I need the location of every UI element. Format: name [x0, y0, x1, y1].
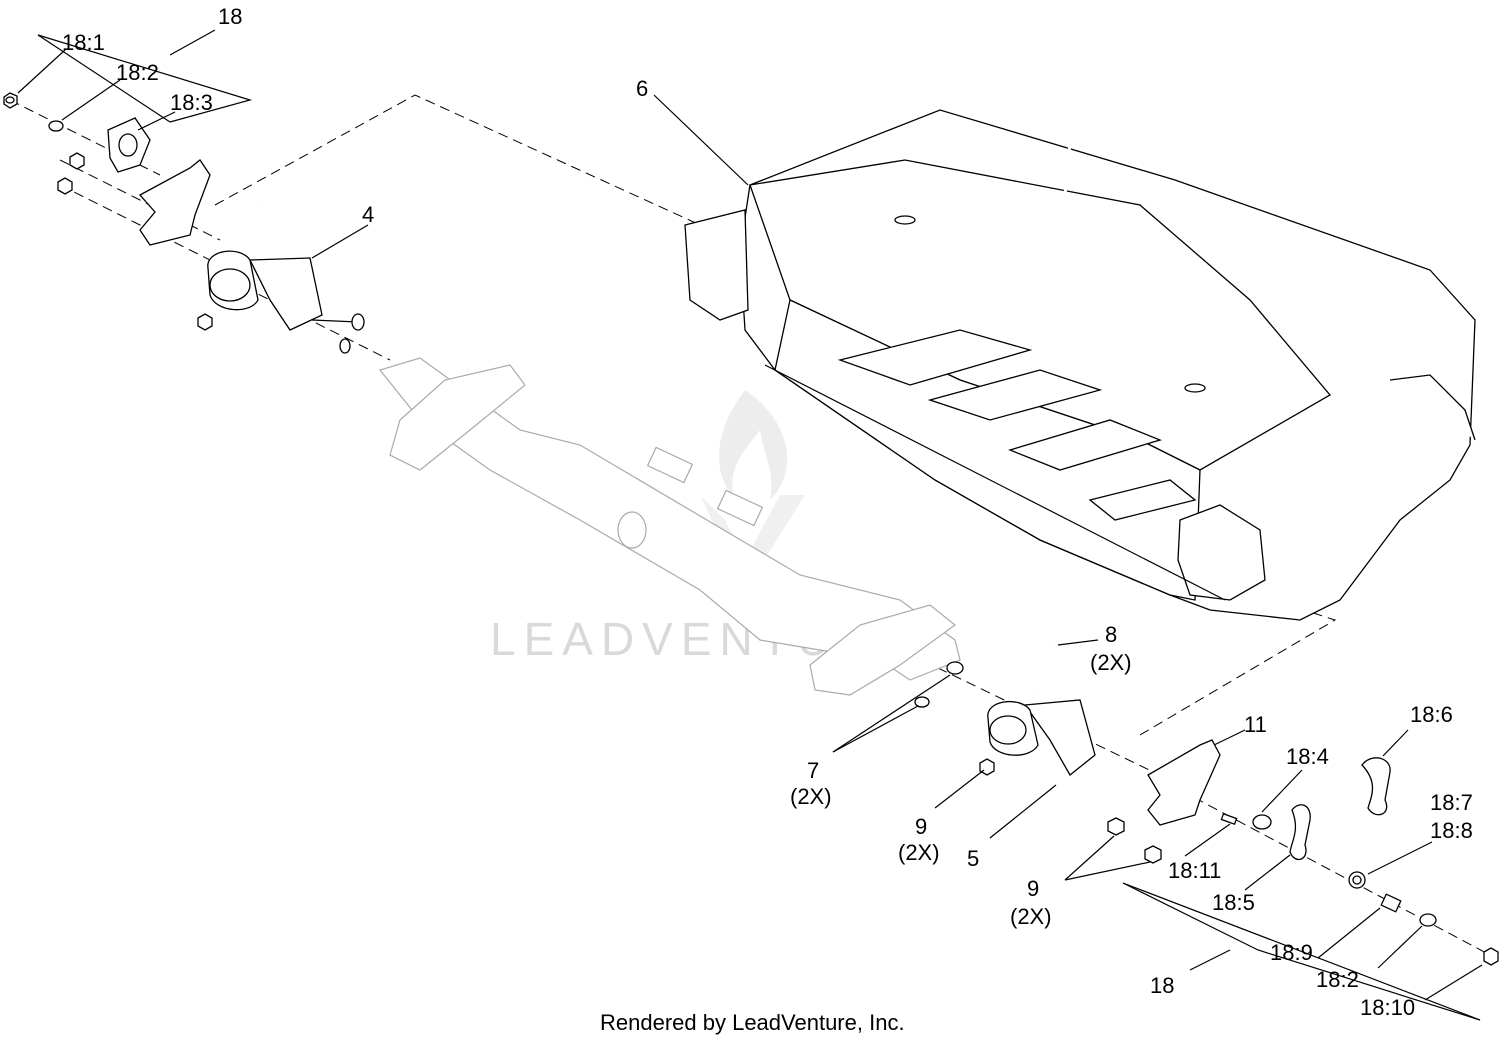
callout-18-6: 18:6 [1410, 702, 1453, 727]
latch-18-5 [1289, 804, 1311, 861]
callout-18-10: 18:10 [1360, 995, 1415, 1020]
callout-18-8: 18:8 [1430, 818, 1473, 843]
callout-5: 5 [967, 846, 979, 871]
pin-8 [1033, 642, 1052, 691]
latch-18-6 [1361, 757, 1391, 816]
bolts-7 [914, 661, 964, 708]
callout-8-qty: (2X) [1090, 650, 1132, 675]
washer-18-2-bottom [1419, 913, 1437, 927]
washer-18-2-top [48, 120, 64, 132]
bolt-18-10 [1483, 947, 1499, 966]
nut-9-b [1144, 845, 1162, 864]
spacer-18-9 [1380, 893, 1402, 913]
plate-18-3 [107, 117, 151, 173]
callout-9-mid: 9 [915, 814, 927, 839]
pin-18-11 [1220, 812, 1238, 826]
pivot-arm-4 [197, 204, 365, 354]
callout-labels: 18 18:1 18:2 18:3 6 4 8 (2X) 7 (2X) 9 (2… [62, 4, 1473, 1020]
callout-4: 4 [362, 202, 374, 227]
leader-lines [17, 29, 1483, 1021]
callout-18-9: 18:9 [1270, 940, 1313, 965]
callout-18-11: 18:11 [1168, 858, 1221, 883]
footer-credit: Rendered by LeadVenture, Inc. [600, 1010, 905, 1035]
callout-18-1: 18:1 [62, 30, 105, 55]
deck-6 [684, 89, 1476, 621]
callout-8: 8 [1105, 622, 1117, 647]
bracket-left [138, 159, 211, 246]
pivot-arm-5 [979, 699, 1096, 776]
spring-18-7-18-8 [1348, 871, 1366, 889]
callout-9-mid-qty: (2X) [898, 840, 940, 865]
callout-18-bottom: 18 [1150, 973, 1174, 998]
watermark-logo [700, 390, 805, 590]
nut-upper [69, 152, 85, 170]
callout-7: 7 [807, 758, 819, 783]
nut-9-a [1107, 817, 1125, 836]
callout-11: 11 [1244, 712, 1267, 737]
callout-18-4: 18:4 [1286, 744, 1329, 769]
callout-9-low-qty: (2X) [1010, 904, 1052, 929]
washer-18-4 [1252, 814, 1272, 830]
axle-frame-ghost [378, 357, 961, 696]
callout-18-7: 18:7 [1430, 790, 1473, 815]
callout-18-2-bottom: 18:2 [1316, 967, 1359, 992]
callout-18-top: 18 [218, 4, 242, 29]
nut-lower [57, 177, 73, 195]
callout-9-low: 9 [1027, 876, 1039, 901]
bolt-18-1 [3, 92, 18, 109]
callout-18-2-top: 18:2 [116, 60, 159, 85]
callout-18-5: 18:5 [1212, 890, 1255, 915]
bracket-11 [1147, 739, 1221, 826]
callout-6: 6 [636, 76, 648, 101]
callout-18-3: 18:3 [170, 90, 213, 115]
callout-7-qty: (2X) [790, 784, 832, 809]
